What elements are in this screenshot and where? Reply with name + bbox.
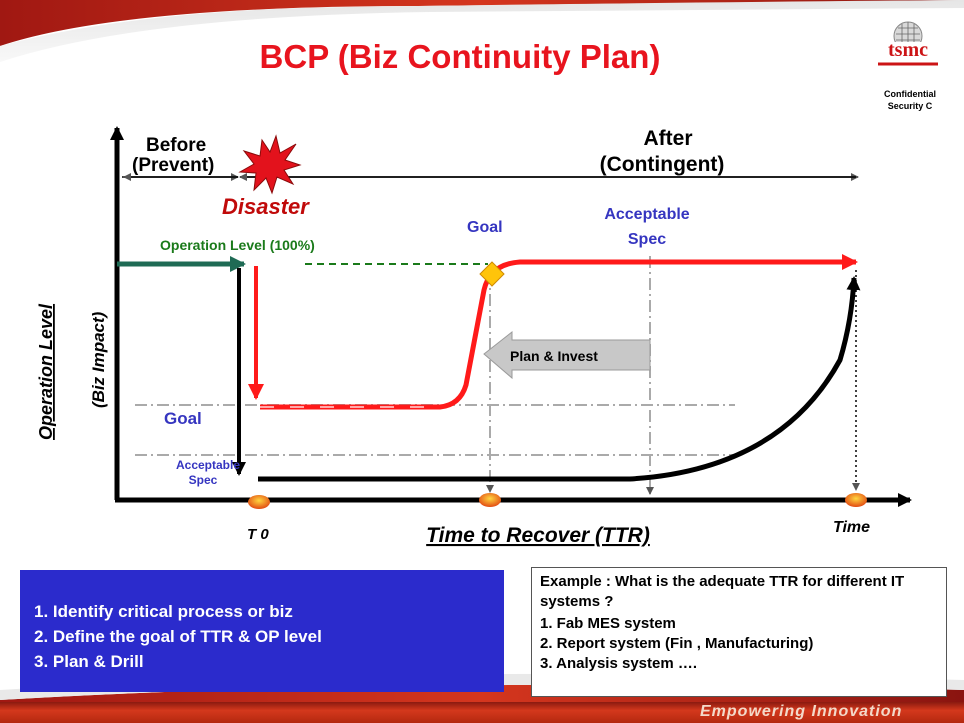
t0-marker-icon (248, 495, 270, 509)
list-item: 1. Identify critical process or biz (34, 602, 293, 621)
black-recovery-curve (258, 276, 861, 482)
time-label: Time (833, 519, 870, 536)
after-label: After (643, 127, 692, 150)
list-item: 2. Report system (Fin , Manufacturing) (540, 635, 814, 652)
goal-diamond-icon (479, 261, 505, 287)
tagline: Empowering Innovation (700, 703, 903, 720)
example-title: Example : What is the adequate TTR for d… (540, 573, 905, 610)
x-axis-label: Time to Recover (TTR) (426, 524, 650, 547)
spec-left-label: Spec (189, 473, 218, 487)
before-label: Before (146, 135, 206, 156)
list-item: 2. Define the goal of TTR & OP level (34, 627, 322, 646)
example-list: 1. Fab MES system 2. Report system (Fin … (540, 614, 813, 674)
prevent-label: (Prevent) (132, 155, 214, 176)
red-recovery-curve (260, 254, 858, 410)
plan-invest-arrow (483, 330, 651, 380)
y-axis-label: Operation Level (36, 303, 56, 440)
operation-level-label: Operation Level (100%) (160, 237, 315, 253)
goal-top-label: Goal (467, 219, 503, 236)
acceptable-top-label: Acceptable (604, 206, 689, 223)
steps-list: 1. Identify critical process or biz 2. D… (34, 599, 322, 674)
example-box (531, 567, 947, 697)
contingent-label: (Contingent) (600, 153, 725, 176)
time-marker-icon (845, 493, 867, 507)
slide-title: BCP (Biz Continuity Plan) (259, 38, 661, 75)
spec-top-label: Spec (628, 231, 666, 248)
logo-text: tsmc (888, 39, 928, 61)
tsmc-logo: tsmc (878, 21, 938, 66)
confidential-label: Confidential Security C (870, 88, 950, 112)
disaster-burst-icon (238, 134, 302, 195)
disaster-label: Disaster (222, 194, 310, 219)
list-item: 3. Analysis system …. (540, 655, 698, 672)
security-text: Security C (887, 101, 933, 111)
acceptable-left-label: Acceptable (176, 458, 240, 472)
confidential-text: Confidential (884, 89, 936, 99)
steps-box (20, 570, 504, 692)
footer-bar (0, 702, 964, 723)
goal-time-marker-icon (479, 493, 501, 507)
plan-invest-label: Plan & Invest (510, 348, 598, 364)
list-item: 1. Fab MES system (540, 615, 676, 632)
t0-label: T 0 (247, 526, 269, 543)
goal-left-label: Goal (164, 409, 202, 428)
list-item: 3. Plan & Drill (34, 652, 144, 671)
y-axis-sublabel: (Biz Impact) (89, 311, 108, 408)
